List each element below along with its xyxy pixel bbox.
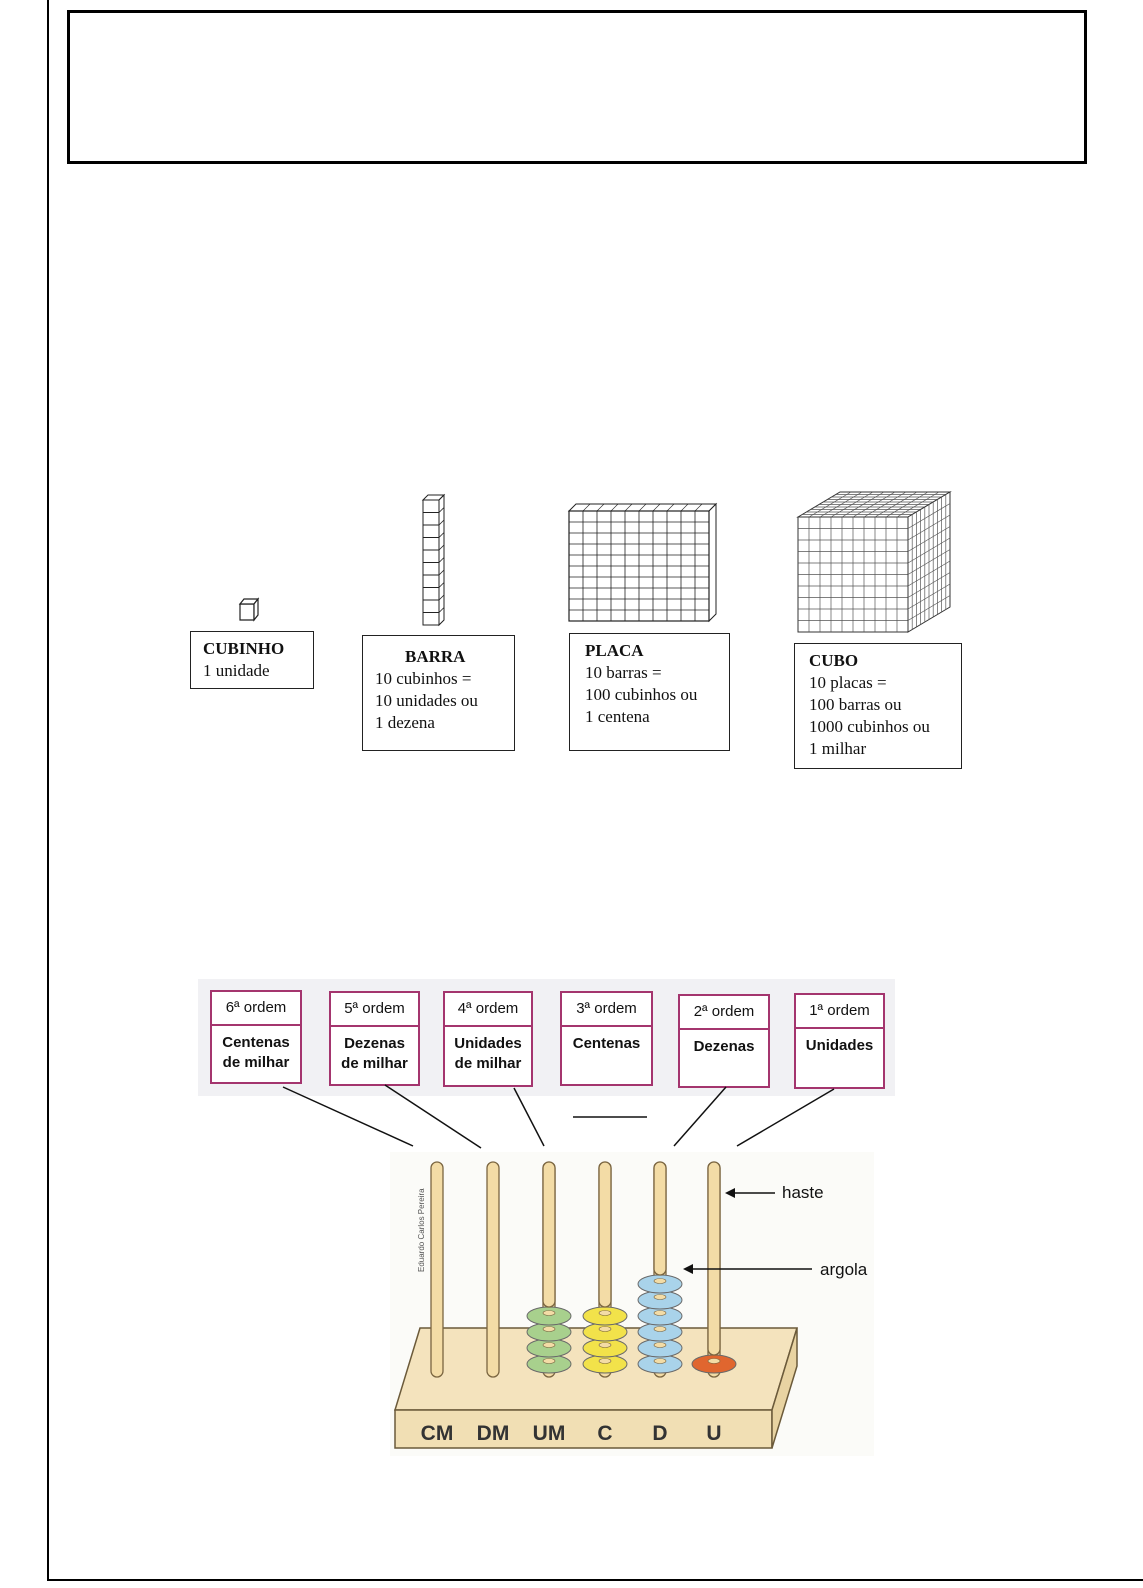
ordem-name-1: Centenas [572, 1035, 641, 1052]
cubo-line4: 1 milhar [809, 739, 867, 758]
ordem-card-5: 5ª ordem Dezenas de milhar [329, 991, 420, 1086]
ordem-label: 6ª ordem [212, 992, 300, 1026]
abacus-ring [526, 1322, 572, 1342]
ordem-name-1: Unidades [805, 1037, 874, 1054]
placa-label-box: PLACA 10 barras = 100 cubinhos ou 1 cent… [569, 633, 730, 751]
abacus-ring [526, 1338, 572, 1358]
abacus-base-label: U [706, 1422, 721, 1445]
cubinho-label-box: CUBINHO 1 unidade [190, 631, 314, 689]
illustration-credit: Eduardo Carlos Pereira [417, 1188, 426, 1272]
abacus-ring [582, 1338, 628, 1358]
cubinho-line1: 1 unidade [203, 661, 270, 680]
placa-title: PLACA [585, 641, 644, 660]
ordem-name-1: Unidades [454, 1035, 522, 1052]
ordem-label: 4ª ordem [445, 993, 531, 1027]
cubo-title: CUBO [809, 651, 859, 670]
ordem-strip [198, 979, 895, 1096]
barra-label-box: BARRA 10 cubinhos = 10 unidades ou 1 dez… [362, 635, 515, 751]
ordem-name-1: Dezenas [344, 1035, 405, 1052]
placa-line1: 10 barras = [585, 663, 662, 682]
argola-arrow [683, 1264, 812, 1274]
ordem-name-2: de milhar [222, 1054, 290, 1071]
abacus-ring [637, 1290, 683, 1310]
cubo-line3: 1000 cubinhos ou [809, 717, 930, 736]
abacus-ring [637, 1274, 683, 1294]
header-box [67, 10, 1087, 164]
abacus-ring [582, 1354, 628, 1374]
ordem-card-2: 2ª ordem Dezenas [678, 994, 770, 1088]
abacus-base-label: D [652, 1422, 667, 1445]
haste-arrow [725, 1188, 775, 1198]
ordem-name-2: de milhar [341, 1055, 408, 1072]
barra-icon [421, 493, 446, 627]
abacus-base-label: UM [533, 1422, 566, 1445]
ordem-card-4: 4ª ordem Unidades de milhar [443, 991, 533, 1087]
ordem-label: 2ª ordem [680, 996, 768, 1030]
ordem-label: 1ª ordem [796, 995, 883, 1029]
cubinho-icon [238, 597, 260, 622]
abacus-rod [486, 1161, 500, 1378]
abacus-ring [526, 1354, 572, 1374]
abacus-ring [526, 1306, 572, 1326]
barra-title: BARRA [405, 647, 466, 666]
abacus-base-label: DM [477, 1422, 510, 1445]
argola-label: argola [820, 1260, 868, 1279]
abacus-ring [582, 1322, 628, 1342]
cubo-line1: 10 placas = [809, 673, 887, 692]
placa-line3: 1 centena [585, 707, 650, 726]
page-frame [47, 0, 1143, 1581]
ordem-label: 5ª ordem [331, 993, 418, 1027]
ordem-card-3: 3ª ordem Centenas [560, 991, 653, 1086]
cubo-icon [796, 491, 952, 633]
barra-line3: 1 dezena [375, 713, 435, 732]
ordem-label: 3ª ordem [562, 993, 651, 1027]
placa-icon [567, 502, 718, 623]
barra-line1: 10 cubinhos = [375, 669, 472, 688]
cubo-line2: 100 barras ou [809, 695, 902, 714]
ordem-card-6: 6ª ordem Centenas de milhar [210, 990, 302, 1084]
abacus-ring [637, 1354, 683, 1374]
abacus-base-label: C [597, 1422, 612, 1445]
cubinho-title: CUBINHO [203, 639, 285, 658]
connector-lines [282, 1084, 835, 1149]
ordem-name-1: Dezenas [693, 1038, 755, 1055]
abacus-ring [637, 1338, 683, 1358]
abacus-ring [582, 1306, 628, 1326]
abacus-rings [526, 1161, 737, 1374]
abacus-ring [637, 1306, 683, 1326]
abacus-ring [637, 1322, 683, 1342]
ordem-card-1: 1ª ordem Unidades [794, 993, 885, 1089]
haste-label: haste [782, 1183, 824, 1202]
ordem-name-1: Centenas [222, 1034, 290, 1051]
abacus-rod [430, 1161, 444, 1378]
ordem-name-2: de milhar [454, 1055, 522, 1072]
abacus-ring [691, 1354, 737, 1374]
abacus-base-labels: CM DM UM C D U [421, 1422, 722, 1445]
cubo-label-box: CUBO 10 placas = 100 barras ou 1000 cubi… [794, 643, 962, 769]
placa-line2: 100 cubinhos ou [585, 685, 698, 704]
barra-line2: 10 unidades ou [375, 691, 478, 710]
abacus-base-label: CM [421, 1422, 454, 1445]
